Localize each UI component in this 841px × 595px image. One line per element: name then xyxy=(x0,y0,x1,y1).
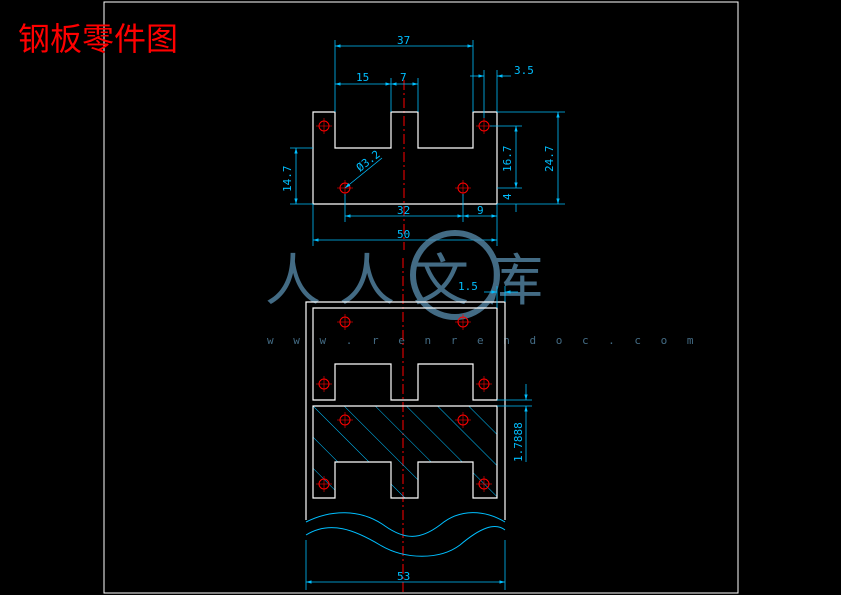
dim-hole-diameter: Ø3.2 xyxy=(354,148,383,175)
top-view-dimensions xyxy=(290,40,565,246)
layout-view: 1.5 1.7888 53 xyxy=(305,258,532,595)
watermark-text: 人人文库 xyxy=(265,249,561,314)
layout-dimension-text: 1.5 1.7888 53 xyxy=(397,280,525,583)
dim-overall-width: 50 xyxy=(397,228,410,241)
layout-hole-centerlines xyxy=(316,314,492,492)
layout-part-2 xyxy=(312,405,498,499)
strip-outline xyxy=(305,301,506,520)
dim-margin: 1.5 xyxy=(458,280,478,293)
top-view: 37 15 7 3.5 14.7 Ø3.2 16.7 24.7 4 32 9 5… xyxy=(281,34,565,250)
dim-right-inner-height: 16.7 xyxy=(501,146,514,173)
break-line xyxy=(305,512,506,537)
watermark-url: w w w . r e n r e n d o c . c o m xyxy=(267,334,700,347)
dim-left-height: 14.7 xyxy=(281,166,294,193)
watermark-logo-ring xyxy=(410,230,500,320)
dim-overall-top: 37 xyxy=(397,34,410,47)
drawing-title: 钢板零件图 xyxy=(18,20,178,58)
hatched-section xyxy=(313,406,497,498)
layout-dimensions xyxy=(305,286,532,590)
dim-right-total-height: 24.7 xyxy=(543,146,556,173)
dim-slot-width: 7 xyxy=(400,71,407,84)
dim-bottom-offset: 4 xyxy=(501,193,514,200)
watermark: 人人文库 w w w . r e n r e n d o c . c o m xyxy=(265,230,700,347)
drawing-frame xyxy=(103,1,739,594)
dim-edge-offset: 3.5 xyxy=(514,64,534,77)
dim-hole-spacing: 32 xyxy=(397,204,410,217)
dim-gap: 1.7888 xyxy=(512,422,525,462)
dim-strip-width: 53 xyxy=(397,570,410,583)
dim-hole-edge: 9 xyxy=(477,204,484,217)
dim-left-step: 15 xyxy=(356,71,369,84)
